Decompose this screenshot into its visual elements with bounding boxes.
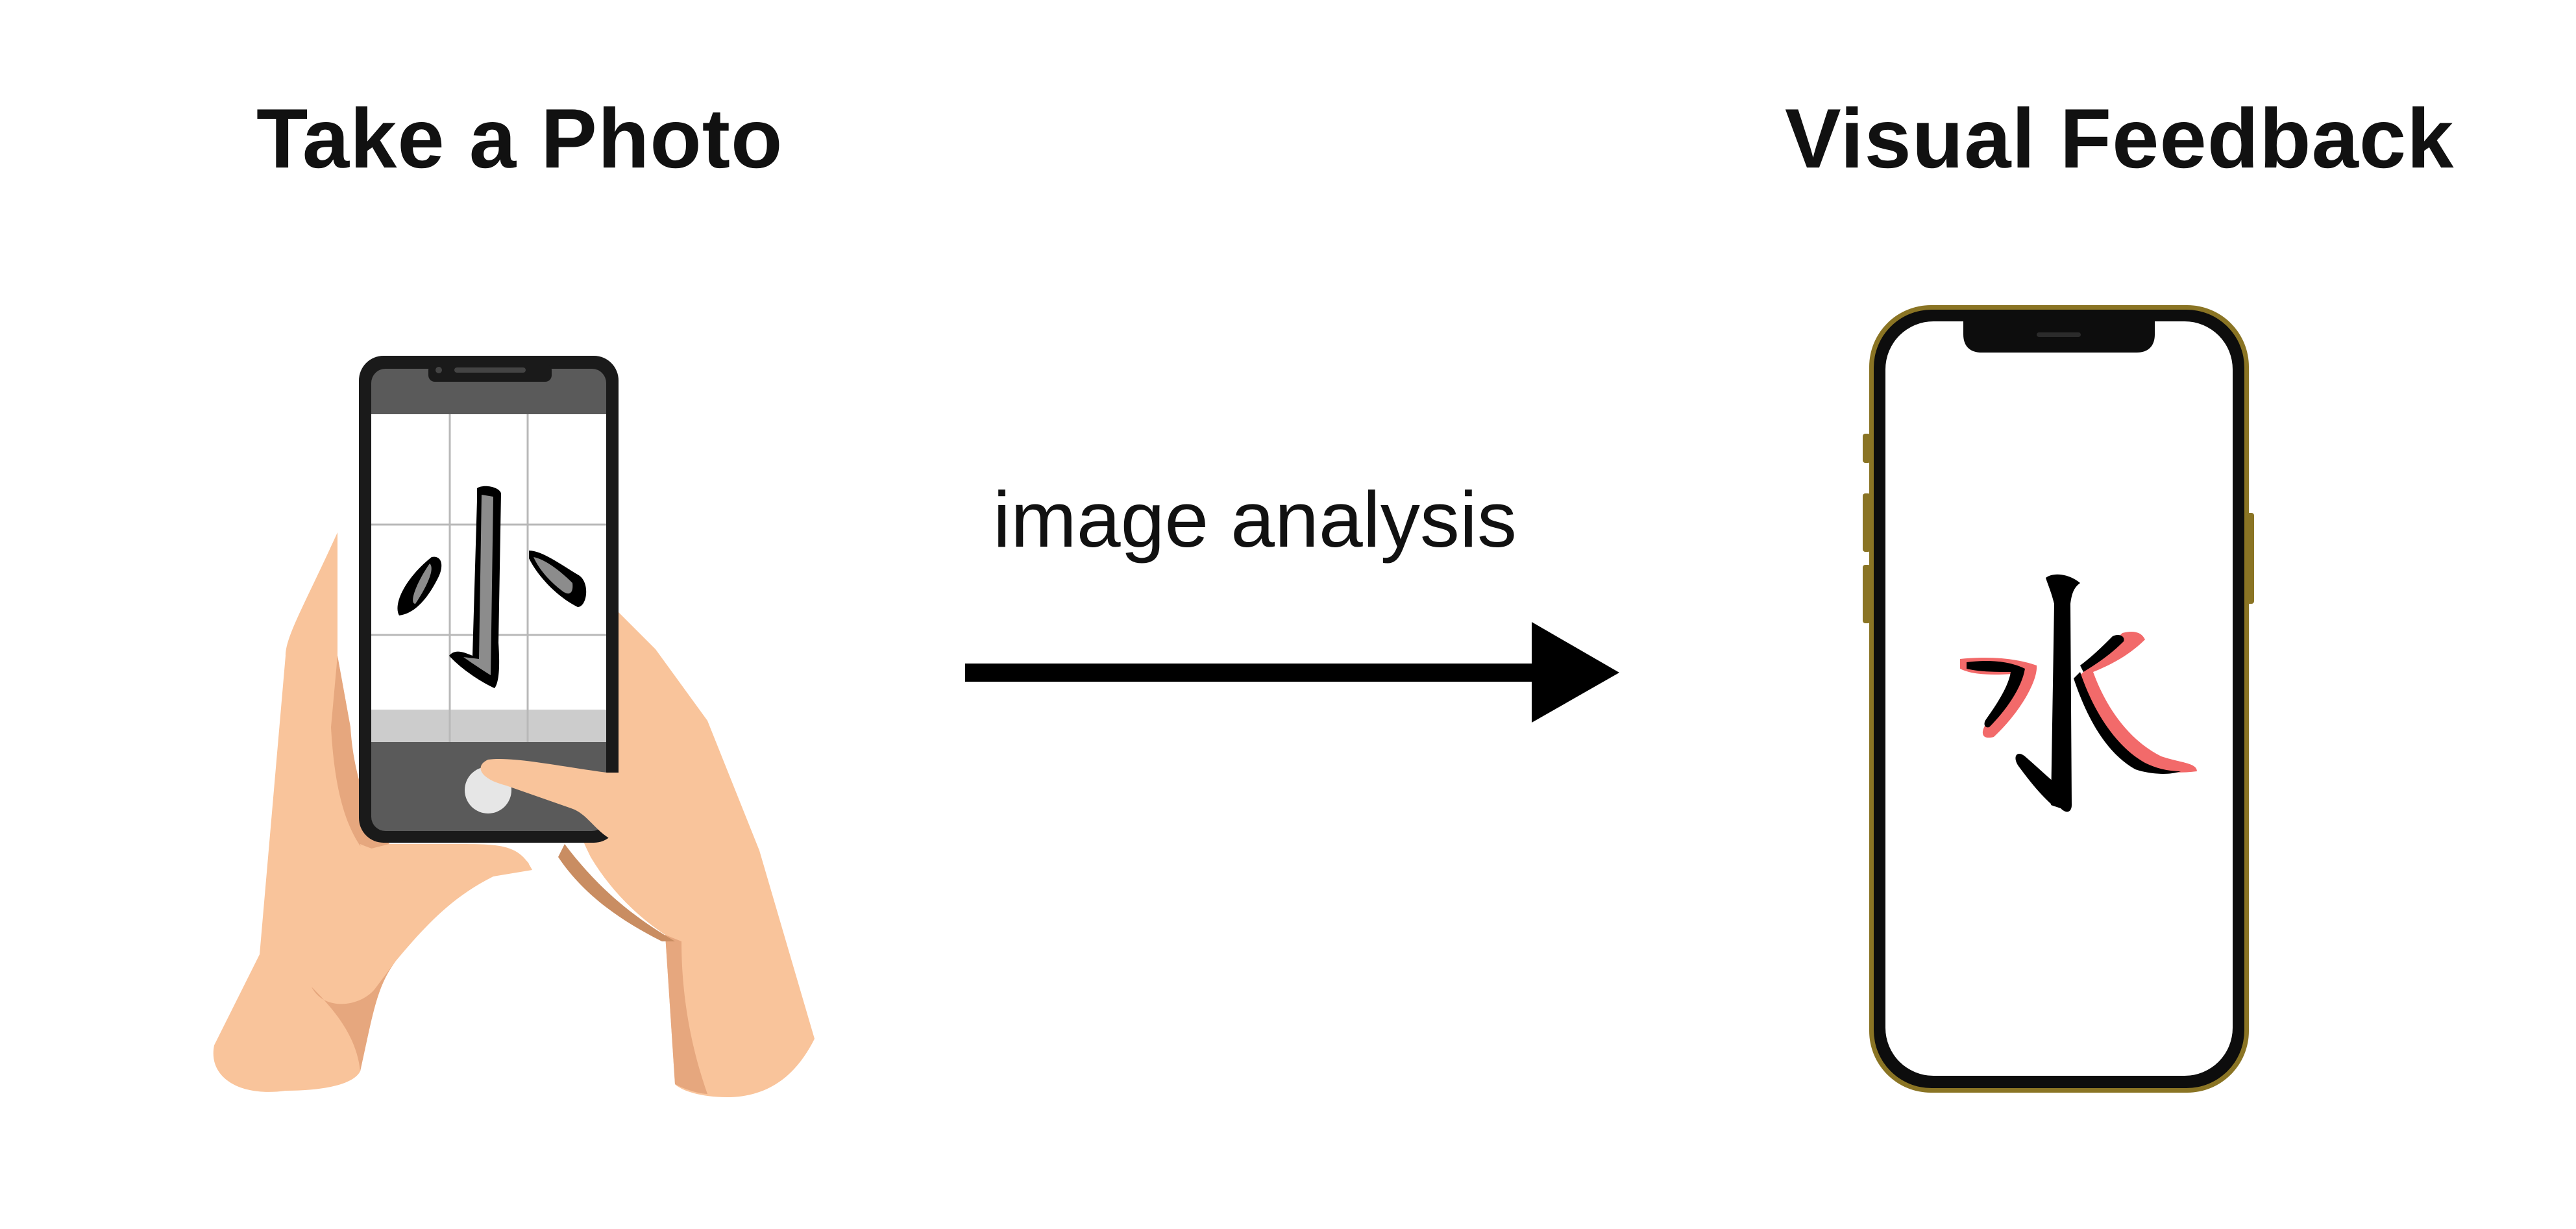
result-phone-side-button-2 (1863, 493, 1871, 552)
capture-phone-speaker (454, 367, 526, 373)
left-thumb-shadow (331, 656, 389, 850)
result-phone-side-button-3 (1863, 565, 1871, 623)
right-hand (563, 610, 815, 1097)
take-photo-title: Take a Photo (256, 91, 783, 186)
right-thumb (480, 759, 656, 844)
result-phone-side-button-1 (1863, 434, 1871, 463)
right-hand-shadow (665, 935, 707, 1094)
feedback-character (1960, 574, 2197, 812)
feedback-stroke-vertical (2046, 574, 2080, 812)
feedback-stroke-hook (2015, 753, 2054, 805)
left-fingers (360, 844, 529, 883)
captured-stroke-left-dot-fill (413, 564, 432, 604)
visual-feedback-title: Visual Feedback (1785, 91, 2455, 186)
left-palm-shadow (312, 961, 396, 1071)
feedback-stroke-right-upper (2080, 634, 2124, 672)
feedback-highlight-right (2080, 632, 2197, 773)
captured-stroke-right-dot-fill (534, 557, 573, 594)
hands-holding-phone-icon (213, 356, 815, 1097)
image-analysis-label: image analysis (993, 475, 1517, 564)
feedback-stroke-left (1967, 661, 2025, 728)
feedback-stroke-right-lower (2074, 672, 2181, 774)
captured-character (397, 486, 587, 688)
camera-preview-band (371, 710, 606, 742)
capture-phone-camera (435, 367, 442, 373)
captured-stroke-vertical-fill (463, 495, 493, 675)
arrow-right-icon (965, 622, 1619, 723)
left-hand (213, 532, 532, 1092)
result-phone-speaker (2037, 332, 2081, 337)
right-wrist-shadow (558, 844, 675, 941)
